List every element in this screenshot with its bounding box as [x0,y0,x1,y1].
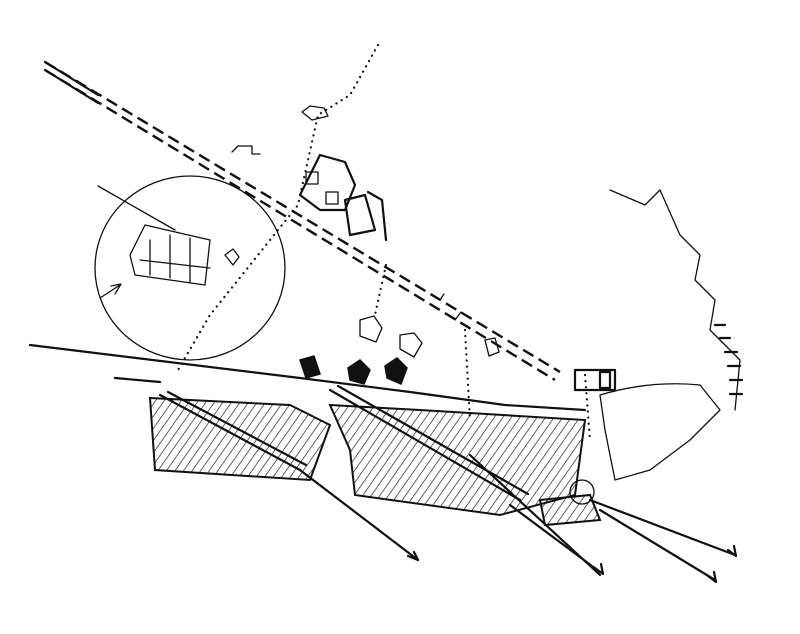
terrace-edge [28,343,587,412]
main-avenue [43,60,561,382]
inset-sketch [94,175,286,361]
dotted-axes [176,43,592,442]
terrace-walkways [158,384,530,502]
dark-buildings [299,355,408,385]
avenue-buildings [231,105,462,321]
view-arrows [298,453,738,584]
harbor [573,189,744,481]
central-blocks [298,153,500,358]
